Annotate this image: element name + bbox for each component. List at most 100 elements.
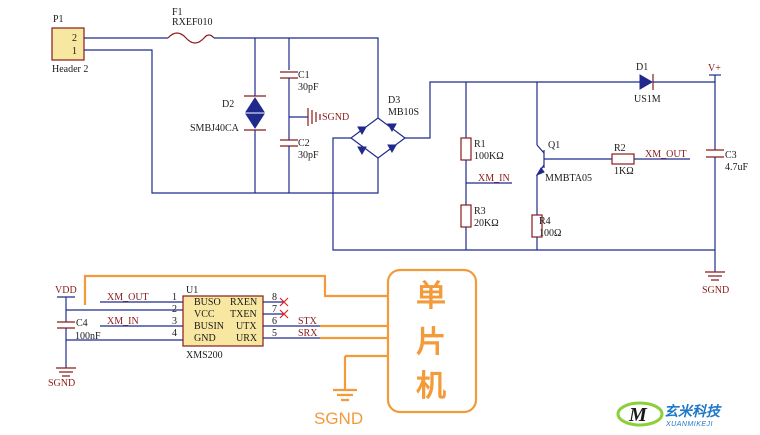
d1-triangle xyxy=(639,74,653,90)
wire-bottom-rail xyxy=(84,49,379,194)
c3-ref: C3 xyxy=(725,150,737,161)
c4-value: 100nF xyxy=(75,331,101,342)
bridge-ref: D3 xyxy=(388,95,400,106)
u1-pin4-name: GND xyxy=(194,333,216,344)
u1-pin5-name: URX xyxy=(236,333,258,344)
header-name: Header 2 xyxy=(52,64,88,75)
d1-value: US1M xyxy=(634,94,661,105)
u1-pin7-num: 7 xyxy=(272,304,277,315)
wire-bridge-plus xyxy=(405,81,640,139)
header-p1: P1 2 1 Header 2 xyxy=(51,14,88,75)
fuse-f1: F1 RXEF010 xyxy=(167,7,215,44)
header-pin2: 2 xyxy=(72,33,77,44)
bridge-d3: D3 MB10S xyxy=(349,95,419,159)
logo-en-text: XUANMIKEJI xyxy=(665,421,713,428)
resistor-r4: R4 100Ω xyxy=(531,214,561,239)
highlight-gnd-line xyxy=(343,354,388,390)
r2-ref: R2 xyxy=(614,143,626,154)
c3-plates xyxy=(706,149,724,158)
sgnd-right-label: SGND xyxy=(702,285,729,296)
c1-plates xyxy=(280,71,298,79)
fuse-ref: F1 xyxy=(172,7,183,18)
capacitor-c1: C1 30pF xyxy=(280,70,319,93)
sgnd-right-symbol: SGND xyxy=(702,271,729,296)
u1-pin7-name: TXEN xyxy=(230,309,257,320)
mcu-char-1: 单 xyxy=(416,279,446,314)
sgnd-mid-bars xyxy=(307,108,321,126)
mcu-box: 单 片 机 xyxy=(386,268,478,414)
c3-value: 4.7uF xyxy=(725,162,749,173)
bridge-value: MB10S xyxy=(388,107,419,118)
highlight-vdd-line xyxy=(83,274,388,305)
u1-pin1-num: 1 xyxy=(172,292,177,303)
r1-value: 100KΩ xyxy=(474,151,504,162)
logo-mark: M xyxy=(628,404,648,426)
u1-net-xm-out: XM_OUT xyxy=(107,292,149,303)
sgnd-left-bars xyxy=(56,367,76,377)
sgnd-left-symbol: SGND xyxy=(48,367,76,389)
d1-ref: D1 xyxy=(636,62,648,73)
mcu-char-3: 机 xyxy=(416,369,446,404)
u1-net-srx: SRX xyxy=(298,328,318,339)
c4-ref: C4 xyxy=(76,318,88,329)
ic-u1: U1 XMS200 1 2 3 4 BUSO VCC BUSIN GND RXE… xyxy=(172,285,277,361)
mcu-char-2: 片 xyxy=(416,325,446,360)
brand-logo: M 玄米科技 XUANMIKEJI xyxy=(616,401,722,428)
no-connect-pin7-icon xyxy=(279,309,289,319)
r1-body xyxy=(460,137,472,161)
u1-pin3-name: BUSIN xyxy=(194,321,224,332)
r4-ref: R4 xyxy=(539,216,551,227)
bridge-diode-2 xyxy=(387,123,397,133)
r3-ref: R3 xyxy=(474,206,486,217)
mcu-outline xyxy=(386,268,478,414)
xm-out-net-label: XM_OUT xyxy=(645,149,687,160)
bridge-diode-1 xyxy=(357,126,367,136)
u1-pin6-name: UTX xyxy=(236,321,257,332)
bridge-diode-4 xyxy=(387,144,397,154)
u1-pin8-name: RXEN xyxy=(230,297,257,308)
header-body xyxy=(51,27,85,61)
bridge-diamond xyxy=(349,117,407,159)
q1-value: MMBTA05 xyxy=(545,173,592,184)
tvs-ref: D2 xyxy=(222,99,234,110)
c4-plates xyxy=(57,321,75,329)
tvs-value: SMBJ40CA xyxy=(190,123,240,134)
sgnd-mid-symbol: SGND xyxy=(307,108,349,126)
wire-d1-vplus xyxy=(653,81,716,150)
u1-pin2-name: VCC xyxy=(194,309,215,320)
u1-name: XMS200 xyxy=(186,350,223,361)
diode-d1: D1 US1M xyxy=(634,62,661,105)
header-pin1: 1 xyxy=(72,46,77,57)
u1-pin2-num: 2 xyxy=(172,304,177,315)
u1-pin1-name: BUSO xyxy=(194,297,221,308)
sgnd-mid-label: SGND xyxy=(322,112,349,123)
u1-pin6-num: 6 xyxy=(272,316,277,327)
c1-ref: C1 xyxy=(298,70,310,81)
u1-pin4-num: 4 xyxy=(172,328,177,339)
sgnd-left-label: SGND xyxy=(48,378,75,389)
r3-value: 20KΩ xyxy=(474,218,499,229)
capacitor-c3: C3 4.7uF xyxy=(706,149,749,173)
bridge-diode-3 xyxy=(357,146,367,156)
q1-ref: Q1 xyxy=(548,140,560,151)
q1-emitter-arrow xyxy=(535,167,545,177)
c2-plates xyxy=(280,139,298,147)
header-ref: P1 xyxy=(53,14,64,25)
resistor-r1: R1 100KΩ xyxy=(460,137,504,162)
u1-pin3-num: 3 xyxy=(172,316,177,327)
wire-top-rail xyxy=(214,37,379,118)
fuse-value: RXEF010 xyxy=(172,17,213,28)
vplus-label: V+ xyxy=(708,63,721,74)
capacitor-c2: C2 30pF xyxy=(280,138,319,161)
u1-pin5-num: 5 xyxy=(272,328,277,339)
u1-net-xm-in: XM_IN xyxy=(107,316,139,327)
r1-ref: R1 xyxy=(474,139,486,150)
r2-value: 1KΩ xyxy=(614,166,634,177)
logo-cn-text: 玄米科技 xyxy=(664,403,722,420)
xm-in-net-label: XM_IN xyxy=(478,173,510,184)
r3-body xyxy=(460,204,472,228)
tvs-lower-triangle xyxy=(245,113,265,129)
c2-value: 30pF xyxy=(298,150,319,161)
tvs-upper-triangle xyxy=(245,97,265,113)
